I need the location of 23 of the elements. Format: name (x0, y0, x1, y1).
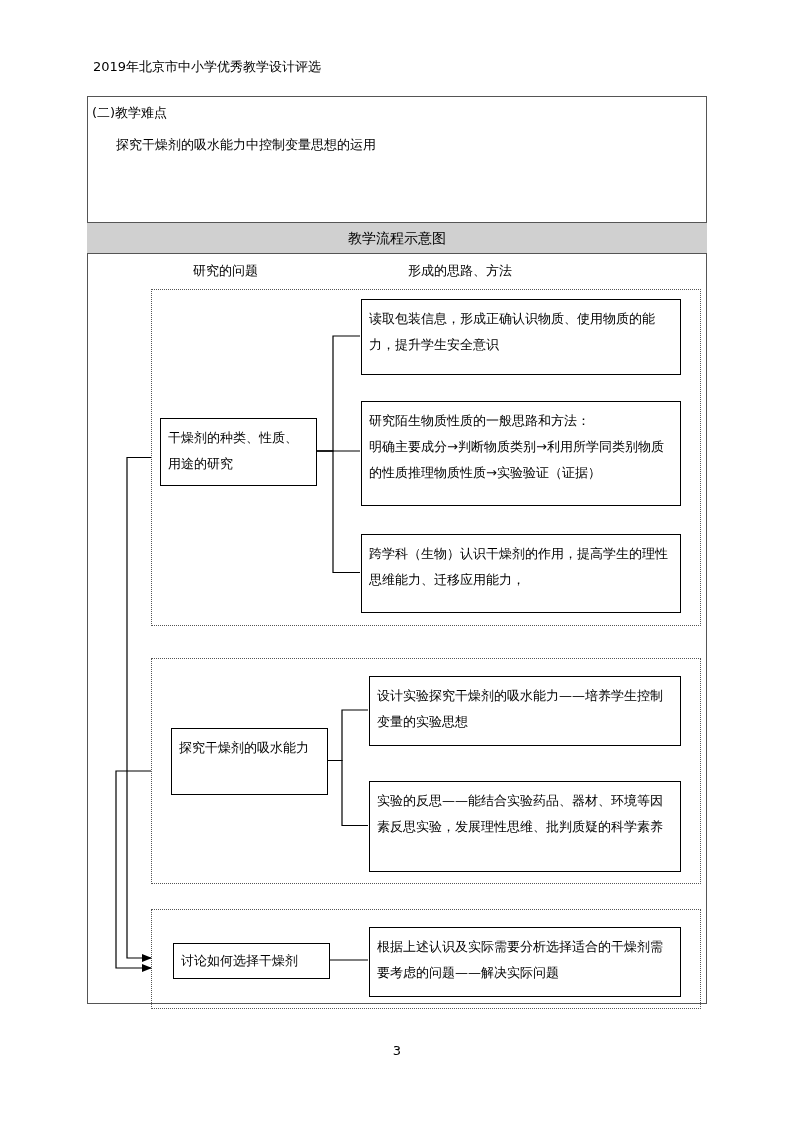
connector-line (328, 959, 369, 961)
dotted-group-frame (151, 289, 701, 626)
column-heading: 研究的问题 (193, 262, 258, 280)
text-box: 研究陌生物质性质的一般思路和方法： 明确主要成分→判断物质类别→利用所学同类别物质的性质推理物质性质→实验验证（证据） (361, 401, 681, 506)
text-box: 读取包装信息，形成正确认识物质、使用物质的能力，提升学生安全意识 (361, 299, 681, 375)
text-box: 根据上述认识及实际需要分析选择适合的干燥剂需要考虑的问题——解决实际问题 (369, 927, 681, 997)
section-heading: (二)教学难点 (92, 104, 168, 122)
text-box: 实验的反思——能结合实验药品、器材、环境等因素反思实验，发展理性思维、批判质疑的科学素养 (369, 781, 681, 872)
topic-box: 干燥剂的种类、性质、用途的研究 (160, 418, 317, 486)
dotted-group-frame (151, 658, 701, 884)
dotted-group-frame (151, 909, 701, 1009)
arrow (126, 456, 152, 962)
topic-box: 探究干燥剂的吸水能力 (171, 728, 328, 795)
body-text: 探究干燥剂的吸水能力中控制变量思想的运用 (116, 136, 376, 154)
page-number: 3 (392, 1043, 402, 1058)
page-header: 2019年北京市中小学优秀教学设计评选 (93, 58, 322, 76)
column-heading: 形成的思路、方法 (408, 262, 512, 280)
table-heading: 教学流程示意图 (348, 230, 446, 248)
text-box: 设计实验探究干燥剂的吸水能力——培养学生控制变量的实验思想 (369, 676, 681, 746)
connector-line (315, 450, 361, 574)
arrow (115, 770, 152, 972)
text-box: 跨学科（生物）认识干燥剂的作用，提高学生的理性思维能力、迁移应用能力， (361, 534, 681, 613)
topic-box: 讨论如何选择干燥剂 (173, 943, 330, 979)
